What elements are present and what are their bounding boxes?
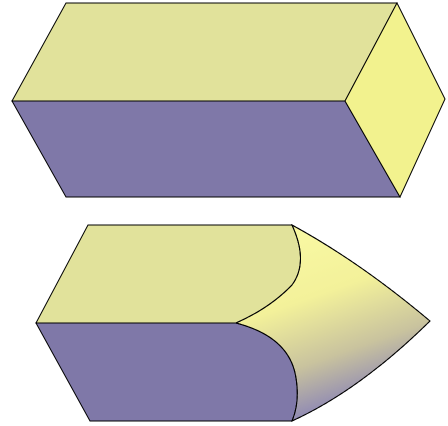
pointed-box [35, 223, 431, 422]
pointed-front-face [35, 322, 298, 422]
box-side-face [344, 1, 446, 199]
tip-upper-curve [235, 224, 301, 324]
tip-top-edge [291, 224, 431, 322]
pointed-top-face [35, 224, 301, 324]
box-top-face [11, 2, 398, 102]
box-front-face [11, 100, 401, 198]
tip-bottom-edge [291, 320, 431, 422]
tip-lower-curve [235, 322, 298, 422]
rectangular-box [11, 1, 446, 199]
